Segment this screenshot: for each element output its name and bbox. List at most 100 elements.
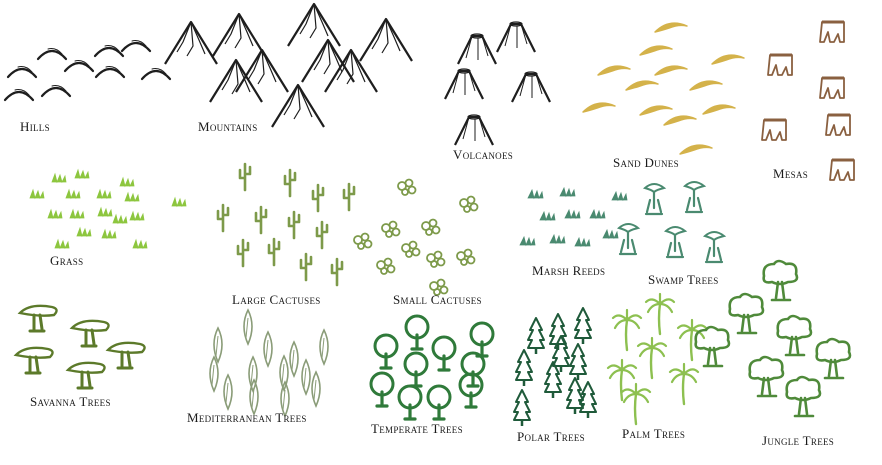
marsh-reed-icon (559, 186, 576, 198)
jungle-tree-icon (776, 314, 813, 357)
palm-tree-icon (620, 382, 652, 426)
sand-dune-icon (663, 115, 697, 126)
small-cactus-icon (401, 240, 421, 258)
grass-tuft-icon (69, 208, 85, 220)
large-cactus-icon (330, 257, 344, 287)
mesa-icon (819, 20, 845, 43)
marsh-reed-icon (527, 188, 544, 200)
grass-tuft-icon (101, 228, 117, 240)
temperate-trees-icons (369, 314, 495, 421)
mediterranean-tree-icon (301, 358, 311, 396)
mediterranean-tree-icon (289, 340, 299, 378)
jungle-tree-icon (762, 259, 799, 302)
volcano-icon (444, 68, 484, 100)
savanna-tree-icon (17, 304, 58, 333)
mediterranean-tree-icon (249, 378, 259, 416)
marsh-reed-icon (519, 235, 536, 247)
mountains-icons (164, 2, 413, 128)
temperate-tree-icon (431, 335, 457, 372)
palm-trees-icons (606, 292, 708, 426)
label-grass: Grass (50, 253, 84, 268)
grass-tuft-icon (97, 206, 113, 218)
jungle-tree-icon (728, 292, 765, 335)
mesa-icon (819, 76, 845, 99)
large-cactus-icon (216, 203, 230, 233)
small-cactus-icon (456, 248, 476, 266)
hill-icon (6, 66, 38, 79)
mountain-icon (235, 48, 289, 93)
sand-dune-icon (639, 45, 673, 56)
marsh-reed-icon (564, 208, 581, 220)
mesa-icon (767, 53, 793, 76)
temperate-tree-icon (458, 372, 484, 409)
mountain-icon (164, 20, 218, 65)
polar-trees-icons (513, 307, 597, 426)
hill-icon (3, 89, 35, 102)
polar-tree-icon (552, 335, 570, 372)
mountain-icon (359, 17, 413, 62)
sand-dune-icon (689, 80, 723, 91)
temperate-tree-icon (469, 321, 495, 358)
label-small-cactuses: Small Cactuses (393, 292, 482, 307)
large-cactus-icon (311, 183, 325, 213)
grass-tuft-icon (119, 176, 135, 188)
label-polar-trees: Polar Trees (517, 429, 585, 444)
volcanoes-icons (444, 21, 551, 146)
grass-icons (29, 168, 187, 250)
polar-tree-icon (527, 317, 545, 354)
marsh-reed-icon (539, 210, 556, 222)
marsh-reed-icon (574, 236, 591, 248)
temperate-tree-icon (397, 384, 423, 421)
savanna-trees-icons (13, 304, 146, 390)
polar-tree-icon (544, 361, 562, 398)
swamp-tree-icon (682, 181, 707, 214)
savanna-tree-icon (69, 319, 110, 348)
sand-dune-icon (711, 54, 745, 65)
large-cactus-icon (236, 238, 250, 268)
marsh-reed-icon (602, 228, 619, 240)
mountain-icon (209, 58, 263, 103)
temperate-tree-icon (373, 333, 399, 370)
hill-icon (140, 68, 172, 81)
sand-dune-icon (597, 65, 631, 76)
polar-tree-icon (515, 349, 533, 386)
hill-icon (40, 85, 72, 98)
volcano-icon (496, 21, 536, 53)
mountain-icon (271, 83, 325, 128)
grass-tuft-icon (51, 172, 67, 184)
polar-tree-icon (513, 389, 531, 426)
sand-dune-icon (702, 104, 736, 115)
label-swamp-trees: Swamp Trees (648, 272, 719, 287)
grass-tuft-icon (132, 238, 148, 250)
sand-dune-icon (654, 22, 688, 33)
sand-dune-icon (639, 105, 673, 116)
grass-tuft-icon (29, 188, 45, 200)
jungle-tree-icon (785, 375, 822, 418)
mountain-icon (212, 12, 266, 57)
volcano-icon (511, 71, 551, 103)
small-cactus-icon (459, 195, 479, 213)
jungle-tree-icon (815, 337, 852, 380)
polar-tree-icon (549, 313, 567, 350)
mediterranean-tree-icon (311, 370, 321, 408)
large-cactus-icon (283, 168, 297, 198)
large-cactus-icon (299, 252, 313, 282)
savanna-tree-icon (105, 341, 146, 370)
grass-tuft-icon (65, 188, 81, 200)
grass-tuft-icon (171, 196, 187, 208)
large-cactus-icon (254, 205, 268, 235)
marsh-reed-icon (589, 208, 606, 220)
polar-tree-icon (569, 343, 587, 380)
savanna-tree-icon (13, 346, 54, 375)
marsh-reed-icon (549, 233, 566, 245)
hill-icon (93, 45, 125, 58)
swamp-tree-icon (663, 226, 688, 259)
large-cactus-icon (342, 182, 356, 212)
mediterranean-tree-icon (280, 380, 290, 418)
label-mountains: Mountains (198, 119, 258, 134)
label-palm-trees: Palm Trees (622, 426, 686, 441)
mediterranean-tree-icon (243, 308, 253, 346)
palm-tree-icon (668, 362, 700, 406)
marsh-reeds-icons (519, 186, 628, 248)
